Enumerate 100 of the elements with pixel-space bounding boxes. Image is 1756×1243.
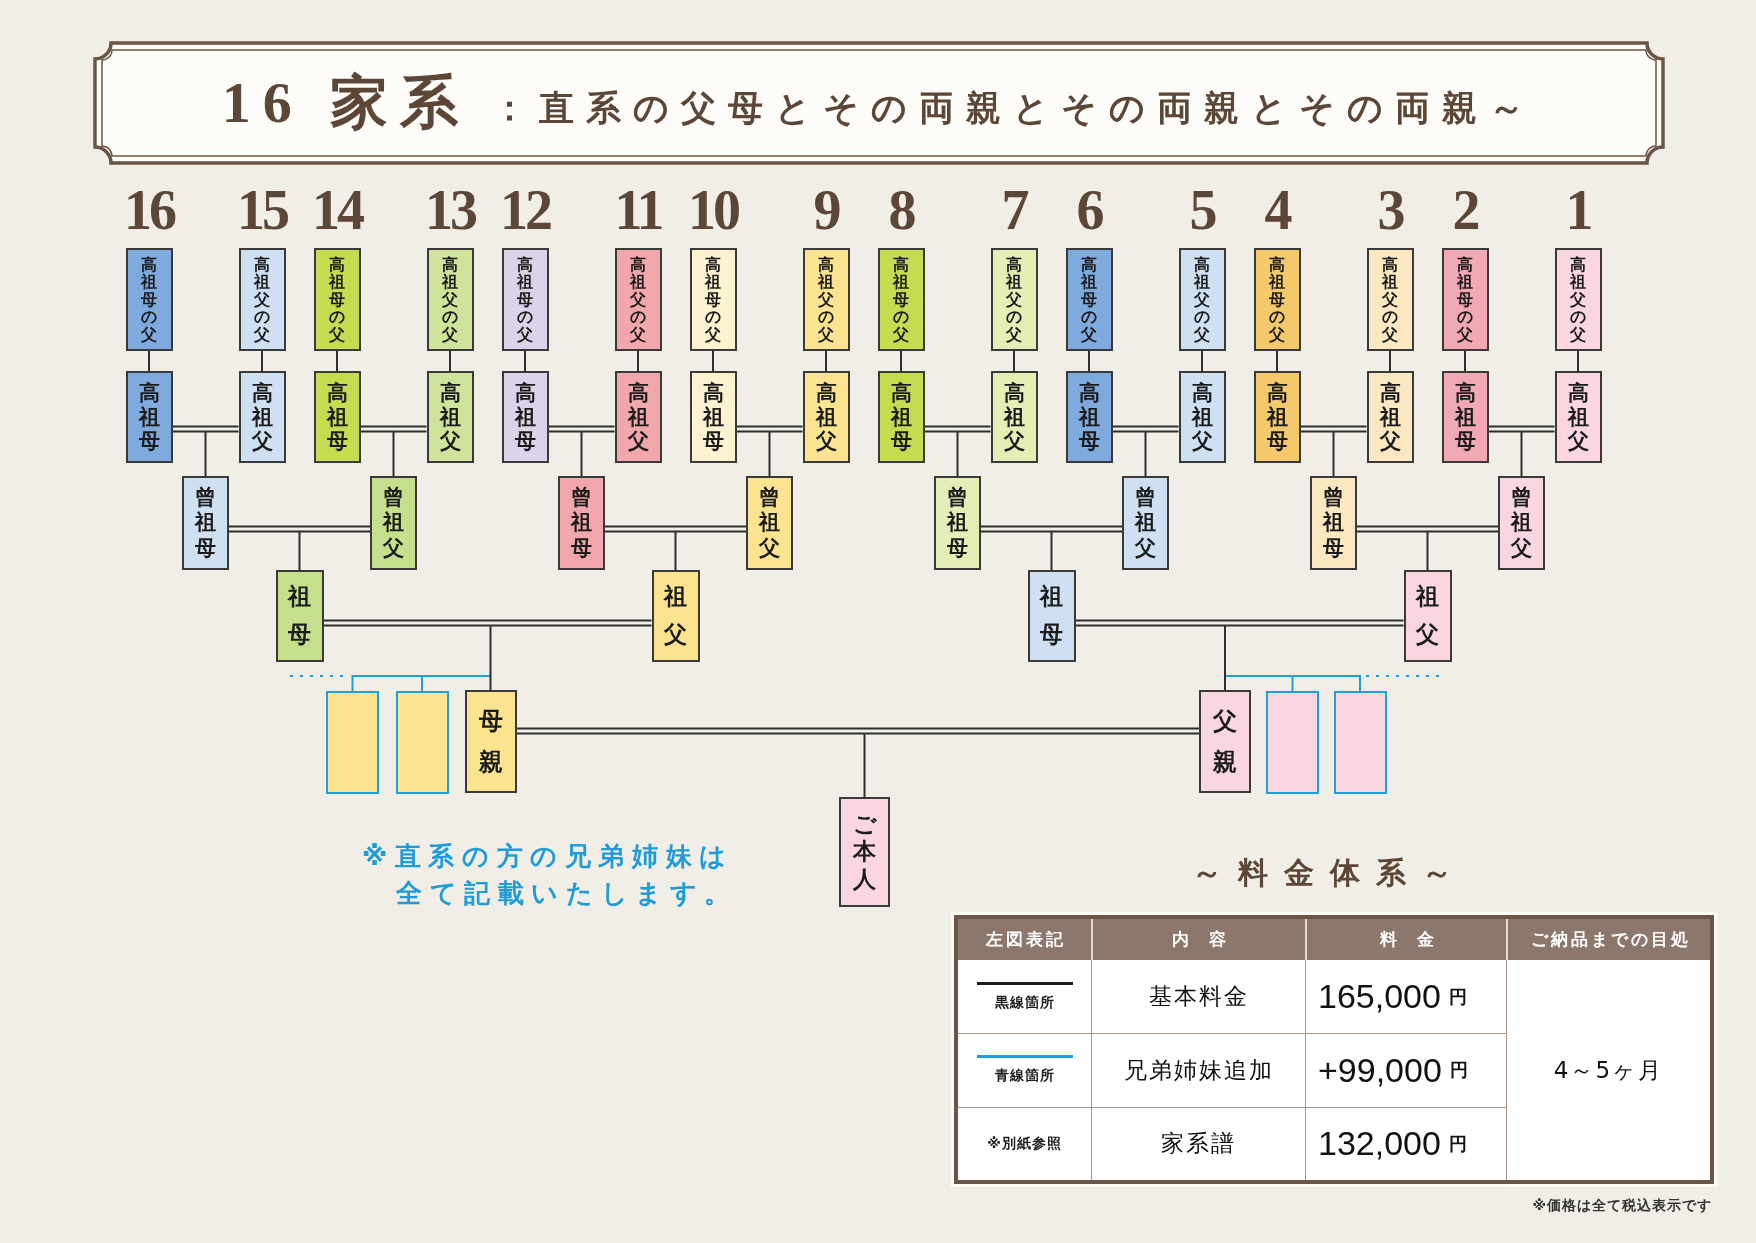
- connector-line: [1389, 350, 1391, 372]
- relation-label: 祖母: [288, 583, 311, 649]
- connector-line: [1050, 530, 1053, 571]
- connector-line: [1013, 350, 1015, 372]
- row-label: 青線箇所: [994, 1067, 1055, 1086]
- column-header: 内容: [1091, 919, 1305, 960]
- relation-label: 母親: [478, 706, 503, 777]
- connector-line: [547, 425, 616, 428]
- connector-line: [712, 350, 714, 372]
- connector-line: [421, 675, 492, 677]
- relation-label: 高祖父: [1003, 380, 1025, 454]
- connector-line: [449, 350, 451, 372]
- person-box: [1178, 371, 1226, 463]
- connector-line: [1224, 624, 1226, 677]
- person-box: [877, 248, 925, 351]
- column-header: 料金: [1305, 919, 1506, 960]
- relation-label: 高祖母の父: [1081, 255, 1097, 344]
- relation-label: 高祖母の父: [705, 255, 721, 344]
- connector-line: [980, 530, 1053, 533]
- person-box: [313, 248, 361, 351]
- relation-label: 曾祖父: [759, 485, 780, 561]
- relation-label: 高祖父の父: [1382, 255, 1398, 344]
- connector-line: [674, 530, 677, 571]
- connector-line: [1224, 675, 1294, 677]
- connector-line: [1144, 430, 1180, 433]
- connector-line: [1224, 675, 1226, 691]
- connector-line: [515, 732, 866, 735]
- relation-label: 高祖母の父: [1457, 255, 1473, 344]
- connector-line: [1291, 675, 1361, 692]
- person-box: [501, 371, 549, 463]
- person-box: [1366, 371, 1414, 463]
- relation-label: 曾祖母: [571, 485, 592, 561]
- lineage-number: 15: [237, 182, 287, 238]
- connector-line: [261, 350, 263, 372]
- delivery-time: 4～5ヶ月: [1553, 1055, 1664, 1085]
- connector-line: [1111, 430, 1147, 433]
- relation-label: 曾祖母: [947, 485, 968, 561]
- connector-line: [1299, 430, 1335, 433]
- connector-line: [228, 525, 371, 528]
- connector-line: [171, 430, 207, 433]
- relation-label: 高祖父: [251, 380, 273, 454]
- person-box: [1498, 476, 1545, 570]
- connector-line: [1577, 350, 1579, 372]
- relation-label: 高祖父の父: [1006, 255, 1022, 344]
- connector-line: [392, 430, 395, 477]
- item-name: 基本料金: [1148, 982, 1249, 1012]
- person-box: [1366, 248, 1414, 351]
- connector-line: [359, 425, 428, 428]
- connector-line: [637, 350, 639, 372]
- lineage-number: 14: [312, 182, 362, 238]
- connector-line: [336, 350, 338, 372]
- connector-line: [1332, 430, 1335, 477]
- price: 132,000: [1318, 1124, 1441, 1164]
- person-box: [877, 371, 925, 463]
- relation-label: 祖母: [1040, 583, 1063, 649]
- relation-label: 高祖母: [138, 380, 160, 454]
- lineage-number: 3: [1377, 182, 1403, 238]
- relation-label: 高祖父の父: [254, 255, 270, 344]
- connector-line: [580, 430, 616, 433]
- connector-line: [604, 525, 747, 528]
- person-box: [614, 371, 662, 463]
- item-name: 兄弟姉妹追加: [1123, 1056, 1274, 1085]
- placeholder-box: [1333, 691, 1387, 794]
- connector-line: [298, 530, 371, 533]
- person-box: [802, 371, 850, 463]
- connector-line: [923, 425, 992, 428]
- connector-line: [1520, 430, 1556, 433]
- connector-line: [825, 350, 827, 372]
- connector-line: [923, 430, 959, 433]
- connector-line: [421, 675, 423, 692]
- person-box: [1253, 371, 1301, 463]
- connector-line: [204, 430, 240, 433]
- person-box: [238, 371, 286, 463]
- relation-label: 高祖父: [1191, 380, 1213, 454]
- relation-label: 高祖父の父: [630, 255, 646, 344]
- connector-line: [1074, 624, 1226, 627]
- person-box: [1253, 248, 1301, 351]
- relation-label: 高祖父: [439, 380, 461, 454]
- relation-label: 曾祖母: [1323, 485, 1344, 561]
- connector-line: [580, 430, 583, 477]
- person-box: [125, 248, 173, 351]
- lineage-number: 4: [1264, 182, 1290, 238]
- connector-line: [322, 624, 492, 627]
- connector-line: [1487, 430, 1523, 433]
- connector-line: [298, 530, 301, 571]
- person-box: [1554, 248, 1602, 351]
- connector-line: [228, 530, 301, 533]
- row-label: ※別紙参照: [987, 1134, 1062, 1153]
- relation-label: 祖父: [664, 583, 687, 649]
- person-box: [558, 476, 605, 570]
- price: +99,000: [1318, 1051, 1442, 1090]
- relation-label: 高祖父の父: [1194, 255, 1210, 344]
- connector-line: [1464, 350, 1466, 372]
- person-box: [746, 476, 793, 570]
- price: 165,000: [1318, 977, 1441, 1017]
- person-box: [275, 570, 324, 662]
- connector-line: [524, 350, 526, 372]
- connector-line: [768, 430, 804, 433]
- relation-label: 高祖母: [1078, 380, 1100, 454]
- person-box: [651, 570, 700, 662]
